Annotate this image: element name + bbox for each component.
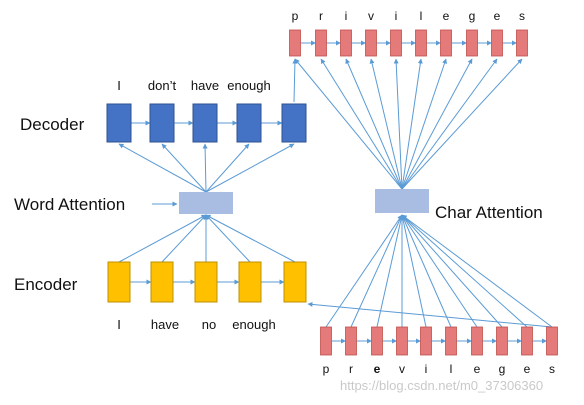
top-char-cell: [415, 29, 427, 57]
encoder-to-word-attention-arrow: [205, 214, 251, 263]
word-attention-to-decoder-arrow: [205, 143, 250, 193]
char-attention-box: [375, 189, 429, 213]
encoder-word: no: [202, 317, 216, 332]
bottom-char-cell: [546, 326, 558, 356]
bottom-char-to-char-attention-arrow: [401, 214, 478, 328]
bottom-char-to-char-attention-arrow: [376, 214, 404, 328]
bottom-char-to-char-attention-arrow: [401, 214, 503, 328]
top-char-letter: g: [469, 9, 476, 23]
char-attention-to-top-arrow: [401, 58, 523, 190]
bottom-char-letter: e: [474, 362, 481, 376]
top-char-letter: s: [519, 9, 525, 23]
top-char-cell: [365, 29, 377, 57]
char-attention-to-top-arrow: [401, 58, 498, 190]
decoder-cell: [281, 103, 307, 143]
bottom-char-letter: p: [323, 362, 330, 376]
bottom-char-to-char-attention-arrow: [325, 214, 403, 328]
top-char-letter: v: [368, 9, 374, 23]
encoder-word: I: [117, 317, 121, 332]
bottom-char-letter: e: [374, 362, 381, 376]
char-attention-to-top-arrow: [401, 58, 423, 190]
bottom-char-cell: [496, 326, 508, 356]
top-char-cell: [466, 29, 478, 57]
bottom-char-cell: [345, 326, 357, 356]
decoder-cell: [192, 103, 218, 143]
char-attention-label: Char Attention: [435, 203, 543, 222]
char-attention-to-top-arrow: [294, 58, 403, 190]
char-attention-to-top-arrow: [345, 58, 403, 190]
bottom-char-cell: [521, 326, 533, 356]
char-attention-to-top-arrow: [401, 58, 473, 190]
decoder-word: don’t: [148, 78, 177, 93]
encoder-cell: [107, 261, 131, 303]
word-attention-box: [179, 192, 233, 214]
char-attention-to-top-arrow: [320, 58, 403, 190]
word-attention-to-decoder-arrow: [202, 143, 208, 193]
encoder-cell: [194, 261, 218, 303]
decoder-word: enough: [227, 78, 270, 93]
top-char-letter: e: [443, 9, 450, 23]
word-attention-to-decoder-arrow: [118, 143, 207, 193]
decoder-cell: [236, 103, 262, 143]
encoder-to-word-attention-arrow: [161, 214, 207, 263]
bottom-char-cell: [471, 326, 483, 356]
top-char-letter: l: [420, 9, 423, 23]
bottom-char-cell: [445, 326, 457, 356]
encoder-cell: [150, 261, 174, 303]
connection-arrows: [118, 40, 553, 344]
encoder-word: enough: [232, 317, 275, 332]
bottom-char-to-char-attention-arrow: [401, 214, 452, 328]
decoder-to-char-decoder-arrow: [292, 58, 298, 103]
encoder-label: Encoder: [14, 275, 78, 294]
bottom-char-letter: s: [549, 362, 555, 376]
bottom-char-letter: r: [349, 362, 353, 376]
bottom-char-letter: l: [450, 362, 453, 376]
char-attention-to-top-arrow: [401, 58, 447, 190]
word-attention-label: Word Attention: [14, 195, 125, 214]
decoder-label: Decoder: [20, 115, 85, 134]
char-encoder-to-word-encoder-arrow: [307, 301, 553, 328]
top-char-cell: [289, 29, 301, 57]
word-attention-to-decoder-arrow: [161, 143, 207, 193]
bottom-char-cell: [420, 326, 432, 356]
top-char-cell: [516, 29, 528, 57]
bottom-char-to-char-attention-arrow: [400, 214, 427, 328]
encoder-cell: [283, 261, 307, 303]
bottom-char-cell: [371, 326, 383, 356]
bottom-char-letter: v: [399, 362, 405, 376]
top-char-letter: e: [494, 9, 501, 23]
bottom-char-to-char-attention-arrow: [401, 214, 528, 328]
decoder-word: I: [117, 78, 121, 93]
top-char-cell: [491, 29, 503, 57]
word-attention-to-decoder-arrow: [205, 143, 295, 193]
top-char-cell: [440, 29, 452, 57]
top-char-cell: [390, 29, 402, 57]
bottom-char-to-char-attention-arrow: [350, 214, 403, 328]
watermark-text: https://blog.csdn.net/m0_37306360: [340, 378, 543, 393]
bottom-char-cell: [396, 326, 408, 356]
bottom-char-cell: [320, 326, 332, 356]
top-char-letter: p: [292, 9, 299, 23]
top-char-cell: [315, 29, 327, 57]
encoder-to-word-attention-arrow: [118, 214, 207, 263]
top-char-letter: r: [319, 9, 323, 23]
bottom-char-to-char-attention-arrow: [401, 214, 553, 328]
top-char-letter: i: [345, 9, 348, 23]
encoder-to-word-attention-arrow: [205, 214, 296, 263]
decoder-cell: [149, 103, 175, 143]
top-char-letter: i: [395, 9, 398, 23]
decoder-cell: [106, 103, 132, 143]
bottom-char-letter: i: [425, 362, 428, 376]
bottom-char-letter: e: [524, 362, 531, 376]
encoder-word: have: [151, 317, 179, 332]
diagram-boxes: [106, 29, 558, 356]
bottom-char-letter: g: [499, 362, 506, 376]
char-attention-to-top-arrow: [393, 58, 403, 190]
encoder-cell: [238, 261, 262, 303]
top-char-cell: [340, 29, 352, 57]
char-attention-to-top-arrow: [369, 58, 403, 190]
decoder-word: have: [191, 78, 219, 93]
